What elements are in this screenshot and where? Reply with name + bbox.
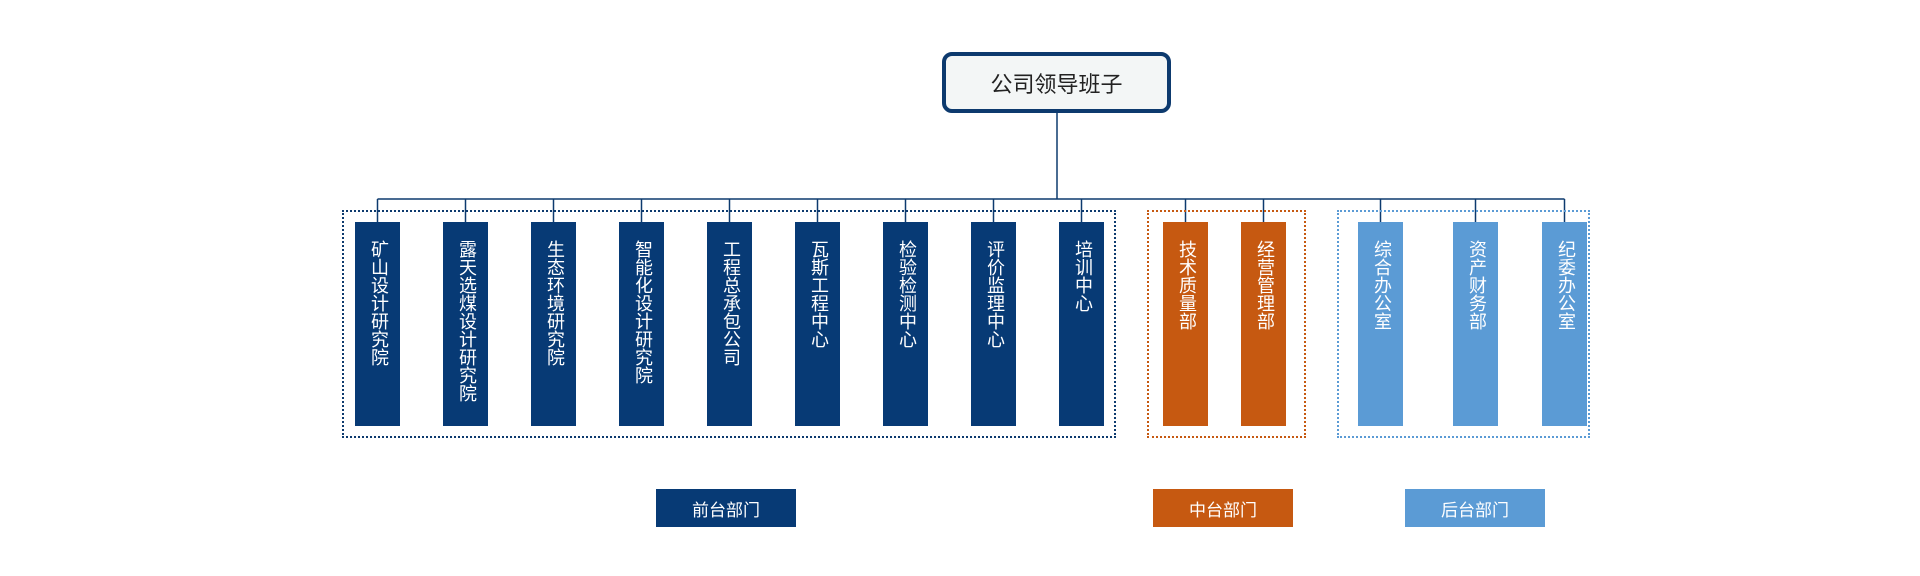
dept-node-back-1: 资产财务部 (1453, 222, 1498, 426)
legend-middle: 中台部门 (1153, 489, 1293, 527)
dept-node-label: 技术质量部 (1175, 240, 1197, 330)
dept-node-middle-1: 经营管理部 (1241, 222, 1286, 426)
legend-middle-label: 中台部门 (1189, 500, 1257, 521)
dept-node-front-6: 检验检测中心 (883, 222, 928, 426)
dept-node-label: 生态环境研究院 (543, 240, 565, 366)
dept-node-label: 检验检测中心 (895, 240, 917, 348)
dept-node-front-2: 生态环境研究院 (531, 222, 576, 426)
dept-node-front-1: 露天选煤设计研究院 (443, 222, 488, 426)
dept-node-front-7: 评价监理中心 (971, 222, 1016, 426)
dept-node-label: 纪委办公室 (1554, 240, 1576, 330)
dept-node-label: 资产财务部 (1465, 240, 1487, 330)
dept-node-label: 露天选煤设计研究院 (455, 240, 477, 402)
back-group-frame (1337, 210, 1590, 438)
root-node: 公司领导班子 (942, 52, 1171, 113)
dept-node-front-8: 培训中心 (1059, 222, 1104, 426)
middle-group-frame (1147, 210, 1306, 438)
dept-node-front-3: 智能化设计研究院 (619, 222, 664, 426)
dept-node-label: 智能化设计研究院 (631, 240, 653, 384)
dept-node-middle-0: 技术质量部 (1163, 222, 1208, 426)
dept-node-front-5: 瓦斯工程中心 (795, 222, 840, 426)
root-node-label: 公司领导班子 (990, 72, 1123, 98)
dept-node-front-4: 工程总承包公司 (707, 222, 752, 426)
dept-node-front-0: 矿山设计研究院 (355, 222, 400, 426)
dept-node-label: 培训中心 (1071, 240, 1093, 312)
dept-node-label: 工程总承包公司 (719, 240, 741, 366)
dept-node-label: 经营管理部 (1253, 240, 1275, 330)
legend-front-label: 前台部门 (692, 500, 760, 521)
dept-node-label: 瓦斯工程中心 (807, 240, 829, 348)
dept-node-back-0: 综合办公室 (1358, 222, 1403, 426)
dept-node-label: 矿山设计研究院 (367, 240, 389, 366)
front-group-frame (342, 210, 1116, 438)
dept-node-label: 综合办公室 (1370, 240, 1392, 330)
dept-node-back-2: 纪委办公室 (1542, 222, 1587, 426)
legend-back-label: 后台部门 (1441, 500, 1509, 521)
legend-back: 后台部门 (1405, 489, 1545, 527)
dept-node-label: 评价监理中心 (983, 240, 1005, 348)
legend-front: 前台部门 (656, 489, 796, 527)
